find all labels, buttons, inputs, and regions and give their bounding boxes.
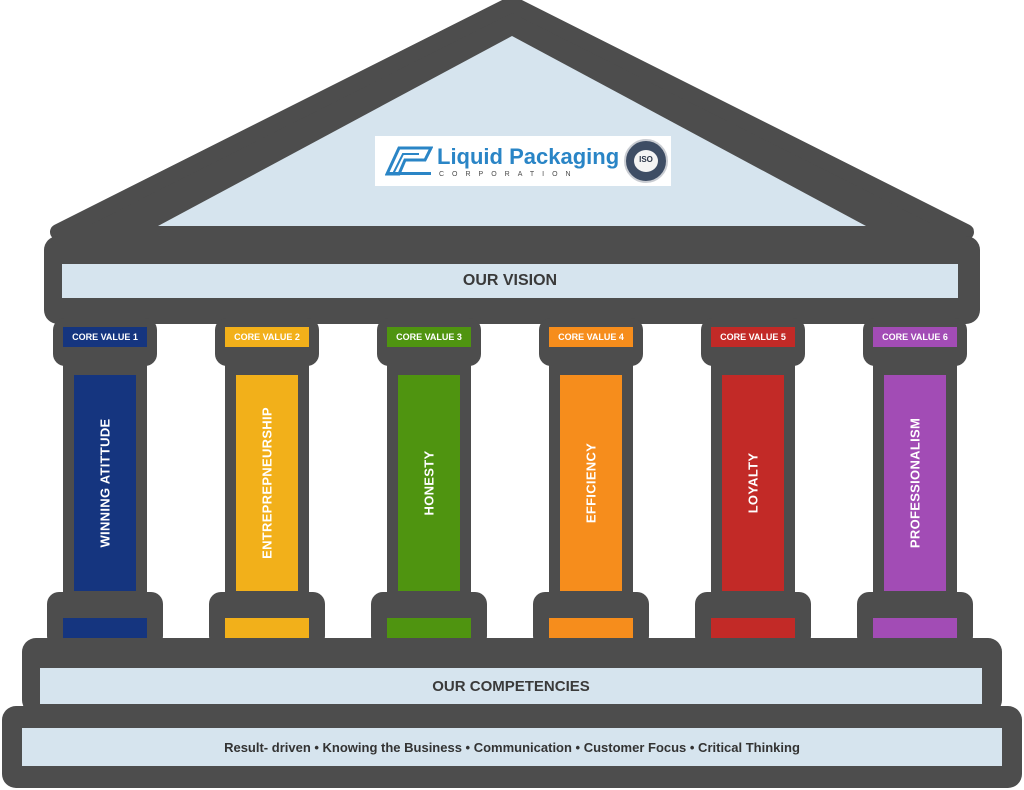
pillar-band-2 [225, 618, 309, 640]
core-value-tag-3: CORE VALUE 3 [387, 327, 471, 347]
pillar-band-6 [873, 618, 957, 640]
iso-seal-text: ISO [639, 155, 653, 164]
core-value-label-3: HONESTY [421, 450, 437, 516]
core-value-label-1: WINNING ATITTUDE [97, 418, 113, 548]
vision-panel [62, 264, 958, 298]
pillar-band-5 [711, 618, 795, 640]
iso-seal-icon: ISO [624, 139, 668, 183]
core-value-pillar-1: WINNING ATITTUDE [74, 375, 136, 591]
core-value-label-2: ENTREPREPNEURSHIP [259, 407, 275, 559]
core-value-pillar-5: LOYALTY [722, 375, 784, 591]
core-value-pillar-6: PROFESSIONALISM [884, 375, 946, 591]
pillar-band-3 [387, 618, 471, 640]
core-value-tag-1: CORE VALUE 1 [63, 327, 147, 347]
competencies-title: OUR COMPETENCIES [432, 677, 590, 695]
core-value-label-5: LOYALTY [745, 452, 761, 514]
logo-name: Liquid Packaging [437, 144, 620, 169]
base-panel [22, 728, 1002, 766]
pillar-band-4 [549, 618, 633, 640]
liquid-packaging-logo-icon [385, 146, 433, 176]
core-value-label-6: PROFESSIONALISM [907, 417, 923, 549]
core-value-label-4: EFFICIENCY [583, 442, 599, 524]
vision-title: OUR VISION [462, 272, 558, 289]
company-logo: Liquid Packaging CORPORATION ISO [375, 136, 671, 186]
roof-panel [158, 36, 866, 226]
core-value-pillar-4: EFFICIENCY [560, 375, 622, 591]
competencies-list: Result- driven • Knowing the Business • … [224, 739, 800, 755]
core-value-tag-5: CORE VALUE 5 [711, 327, 795, 347]
core-value-tag-6: CORE VALUE 6 [873, 327, 957, 347]
core-value-tag-2: CORE VALUE 2 [225, 327, 309, 347]
core-value-pillar-3: HONESTY [398, 375, 460, 591]
core-value-pillar-2: ENTREPREPNEURSHIP [236, 375, 298, 591]
logo-subtitle: CORPORATION [439, 171, 579, 178]
competencies-panel [40, 668, 982, 704]
core-value-tag-4: CORE VALUE 4 [549, 327, 633, 347]
pillars-group [47, 318, 973, 648]
pillar-band-1 [63, 618, 147, 640]
